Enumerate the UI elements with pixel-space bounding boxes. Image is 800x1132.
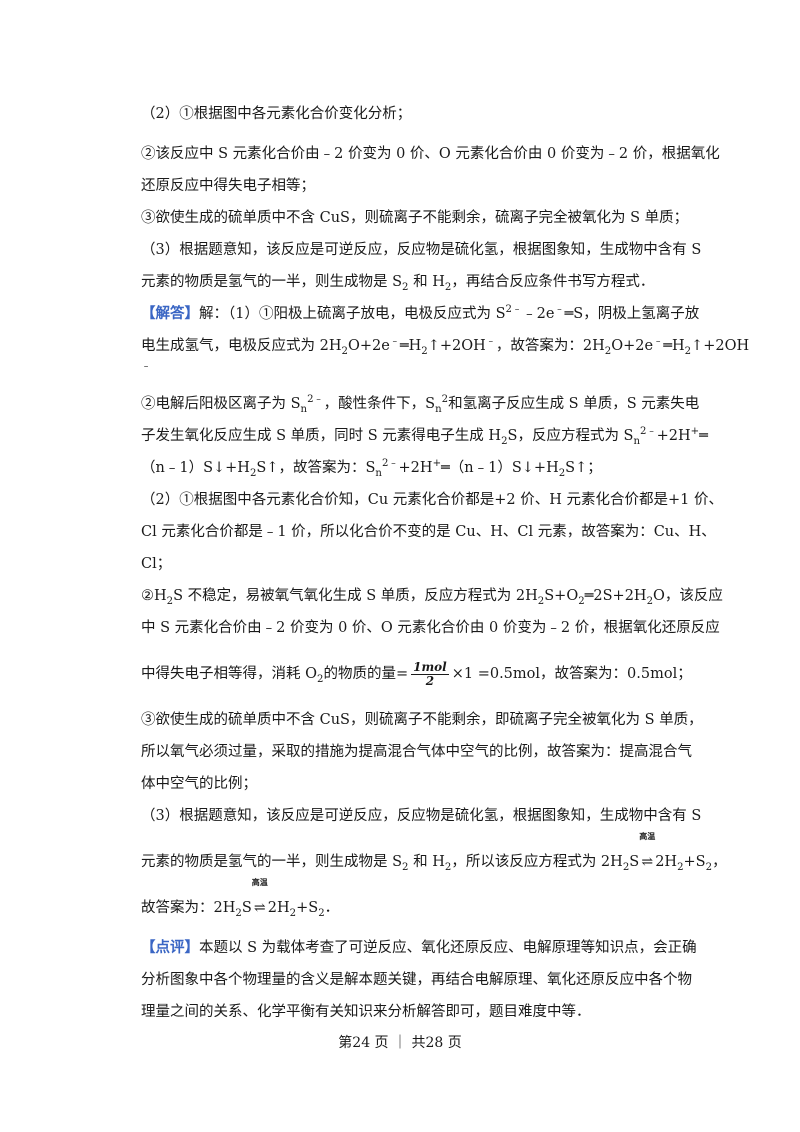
solution-content: （2）①根据图中各元素化合价变化分析； ②该反应中 S 元素化合价由﹣2 价变为… bbox=[141, 98, 750, 1028]
text-line: （n﹣1）S↓+H2S↑，故答案为：Sn2﹣+2H+═（n﹣1）S↓+H2S↑； bbox=[141, 458, 602, 479]
text-line: （2）①根据图中各元素化合价变化分析； bbox=[141, 106, 412, 122]
answer-line: 【解答】解：（1）①阳极上硫离子放电，电极反应式为 S2﹣﹣2e﹣═S，阴极上氢… bbox=[141, 304, 700, 322]
text-line: Cl 元素化合价都是﹣1 价，所以化合价不变的是 Cu、H、Cl 元素，故答案为… bbox=[141, 524, 716, 540]
text-line: （3）根据题意知，该反应是可逆反应，反应物是硫化氢，根据图象知，生成物中含有 S bbox=[141, 808, 702, 824]
text-line: 还原反应中得失电子相等； bbox=[141, 178, 315, 194]
text-line: Cl； bbox=[141, 556, 172, 572]
page-footer: 第24 页 ｜ 共28 页 bbox=[338, 1035, 462, 1051]
text-line: ③欲使生成的硫单质中不含 CuS，则硫离子不能剩余，即硫离子完全被氧化为 S 单… bbox=[141, 712, 703, 728]
text-line: 电生成氢气，电极反应式为 2H2O+2e﹣═H2↑+2OH﹣，故答案为：2H2O… bbox=[141, 336, 750, 357]
text-line: 子发生氧化反应生成 S 单质，同时 S 元素得电子生成 H2S，反应方程式为 S… bbox=[141, 426, 708, 447]
text-line: 中 S 元素化合价由﹣2 价变为 0 价、O 元素化合价由 0 价变为﹣2 价，… bbox=[141, 620, 720, 636]
text-line: 理量之间的关系、化学平衡有关知识来分析解答即可，题目难度中等． bbox=[141, 1004, 591, 1020]
reversible-arrow-icon: 高温⇌ bbox=[639, 831, 656, 871]
text-line: ③欲使生成的硫单质中不含 CuS，则硫离子不能剩余，硫离子完全被氧化为 S 单质… bbox=[141, 210, 689, 226]
text-line: 元素的物质是氢气的一半，则生成物是 S2 和 H2，所以该反应方程式为 2H2S… bbox=[141, 831, 727, 878]
text-line: （2）①根据图中各元素化合价知，Cu 元素化合价都是+2 价、H 元素化合价都是… bbox=[141, 492, 723, 508]
text-line: ②该反应中 S 元素化合价由﹣2 价变为 0 价、O 元素化合价由 0 价变为﹣… bbox=[141, 146, 720, 162]
text-line: ②电解后阳极区离子为 Sn2﹣，酸性条件下，Sn2和氢离子反应生成 S 单质，S… bbox=[141, 394, 700, 415]
comment-tag: 【点评】 bbox=[141, 939, 199, 956]
text-line: 分析图象中各个物理量的含义是解本题关键，再结合电解原理、氧化还原反应中各个物 bbox=[141, 972, 692, 988]
text-line: 所以氧气必须过量，采取的措施为提高混合气体中空气的比例，故答案为：提高混合气 bbox=[141, 744, 692, 760]
text-line: ②H2S 不稳定，易被氧气氧化生成 S 单质，反应方程式为 2H2S+O2═2S… bbox=[141, 588, 723, 607]
reversible-arrow-icon: 高温⇌ bbox=[251, 877, 268, 917]
text-line: 体中空气的比例； bbox=[141, 776, 257, 792]
text-line: 元素的物质是氢气的一半，则生成物是 S2 和 H2，再结合反应条件书写方程式． bbox=[141, 274, 655, 293]
text-line: （3）根据题意知，该反应是可逆反应，反应物是硫化氢，根据图象知，生成物中含有 S bbox=[141, 242, 702, 258]
text-line: ﹣ bbox=[141, 361, 152, 373]
comment-line: 【点评】本题以 S 为载体考查了可逆反应、氧化还原反应、电解原理等知识点，会正确 bbox=[141, 939, 697, 956]
answer-tag: 【解答】 bbox=[141, 305, 199, 322]
